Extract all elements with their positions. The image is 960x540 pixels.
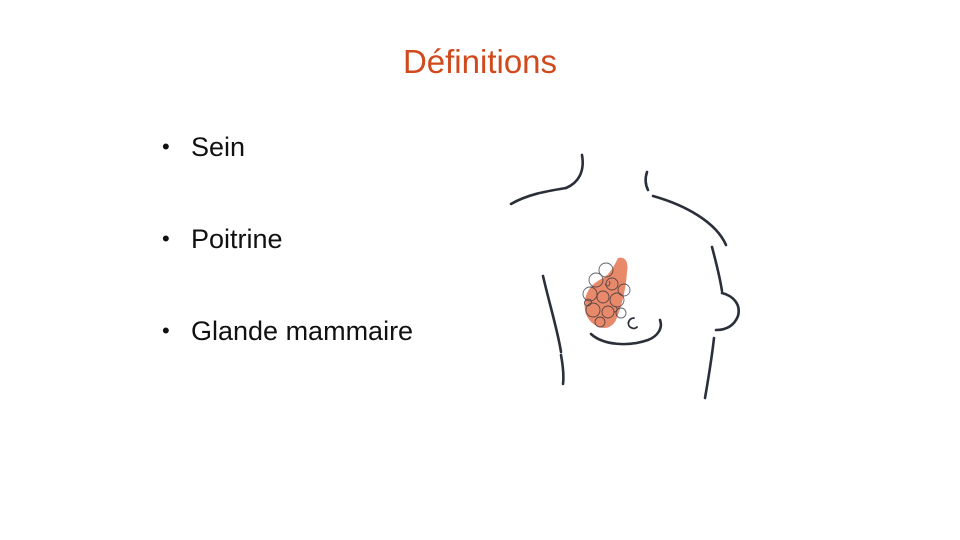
breast-center-outline	[589, 318, 663, 346]
slide-title: Définitions	[402, 43, 558, 80]
flank-left-lower	[559, 353, 565, 386]
breast-right-outline	[714, 291, 740, 332]
neck-right-line	[644, 170, 650, 192]
bullet-label-poitrine: Poitrine	[191, 224, 283, 254]
bullet-label-glande: Glande mammaire	[191, 316, 414, 346]
bullet-icon: •	[162, 318, 170, 343]
arm-right-line	[710, 245, 724, 293]
shoulder-right-line	[651, 194, 728, 247]
bullet-icon: •	[162, 226, 170, 251]
bullet-item: • Glande mammaire	[160, 312, 413, 404]
bullet-item: • Sein	[160, 128, 413, 220]
bullet-item: • Poitrine	[160, 220, 413, 312]
torso-illustration	[509, 153, 740, 400]
bullet-list: • Sein • Poitrine • Glande mammaire	[160, 128, 413, 404]
mammary-gland	[582, 257, 638, 330]
flank-right-line	[703, 336, 716, 400]
flank-left-upper	[541, 274, 563, 354]
bullet-label-sein: Sein	[191, 132, 246, 162]
shoulder-left-line	[509, 186, 568, 206]
bullet-icon: •	[162, 134, 170, 159]
neck-left-line	[564, 153, 584, 190]
